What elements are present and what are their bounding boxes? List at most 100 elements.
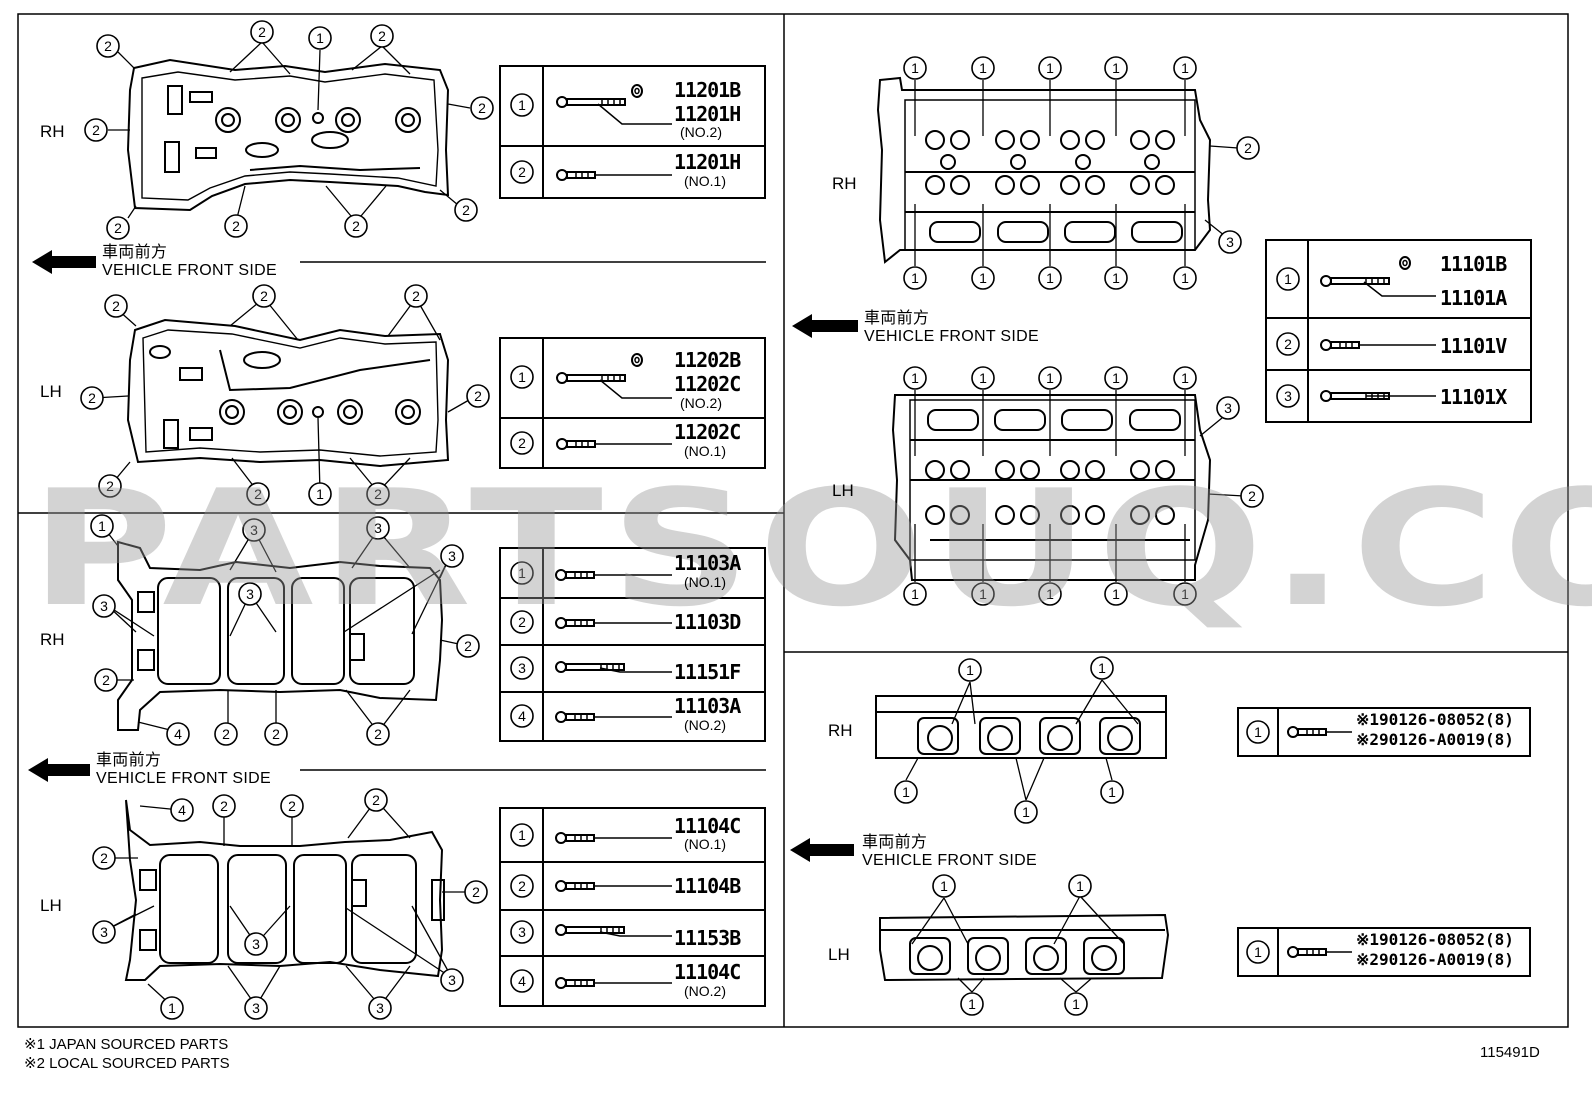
callout-circle[interactable] xyxy=(244,932,268,956)
callout-circle[interactable] xyxy=(1173,266,1197,290)
part-number[interactable]: 11153B xyxy=(674,926,741,950)
callout-circle[interactable] xyxy=(510,160,534,184)
callout-circle[interactable] xyxy=(1104,366,1128,390)
callout-circle[interactable] xyxy=(1038,366,1062,390)
part-number[interactable]: 11104C xyxy=(674,814,741,838)
part-number[interactable]: 11201H xyxy=(674,102,741,126)
callout-circle[interactable] xyxy=(510,431,534,455)
callout-circle[interactable] xyxy=(971,266,995,290)
callout-circle[interactable] xyxy=(510,874,534,898)
callout-circle[interactable] xyxy=(94,668,118,692)
callout-circle[interactable] xyxy=(1276,384,1300,408)
callout-circle[interactable] xyxy=(510,656,534,680)
callout-circle[interactable] xyxy=(1090,656,1114,680)
callout-circle[interactable] xyxy=(280,794,304,818)
callout-circle[interactable] xyxy=(1240,484,1264,508)
callout-circle[interactable] xyxy=(1038,266,1062,290)
callout-circle[interactable] xyxy=(1104,266,1128,290)
callout-circle[interactable] xyxy=(214,722,238,746)
callout-circle[interactable] xyxy=(1038,582,1062,606)
callout-circle[interactable] xyxy=(1014,800,1038,824)
part-number[interactable]: ※290126-A0019(8) xyxy=(1356,730,1514,749)
callout-circle[interactable] xyxy=(1068,874,1092,898)
callout-circle[interactable] xyxy=(440,968,464,992)
callout-circle[interactable] xyxy=(454,198,478,222)
callout-circle[interactable] xyxy=(510,610,534,634)
callout-circle[interactable] xyxy=(370,24,394,48)
callout-circle[interactable] xyxy=(98,474,122,498)
callout-circle[interactable] xyxy=(104,294,128,318)
callout-circle[interactable] xyxy=(166,722,190,746)
callout-circle[interactable] xyxy=(212,794,236,818)
callout-circle[interactable] xyxy=(510,365,534,389)
callout-circle[interactable] xyxy=(510,704,534,728)
callout-circle[interactable] xyxy=(242,518,266,542)
part-number[interactable]: ※190126-08052(8) xyxy=(1356,710,1514,729)
part-number[interactable]: 11201B xyxy=(674,78,741,102)
callout-circle[interactable] xyxy=(903,366,927,390)
callout-circle[interactable] xyxy=(971,366,995,390)
callout-circle[interactable] xyxy=(106,216,130,240)
part-number[interactable]: ※190126-08052(8) xyxy=(1356,930,1514,949)
callout-circle[interactable] xyxy=(1236,136,1260,160)
callout-circle[interactable] xyxy=(1246,720,1270,744)
callout-circle[interactable] xyxy=(1064,992,1088,1016)
callout-circle[interactable] xyxy=(344,214,368,238)
part-number[interactable]: 11202C xyxy=(674,420,741,444)
part-number[interactable]: 11103D xyxy=(674,610,741,634)
callout-circle[interactable] xyxy=(252,284,276,308)
part-number[interactable]: 11104B xyxy=(674,874,741,898)
callout-circle[interactable] xyxy=(440,544,464,568)
callout-circle[interactable] xyxy=(264,722,288,746)
callout-circle[interactable] xyxy=(464,880,488,904)
callout-circle[interactable] xyxy=(903,266,927,290)
callout-circle[interactable] xyxy=(160,996,184,1020)
part-number[interactable]: 11201H xyxy=(674,150,741,174)
callout-circle[interactable] xyxy=(932,874,956,898)
callout-circle[interactable] xyxy=(1276,332,1300,356)
callout-circle[interactable] xyxy=(368,996,392,1020)
callout-circle[interactable] xyxy=(224,214,248,238)
callout-circle[interactable] xyxy=(170,798,194,822)
callout-circle[interactable] xyxy=(250,20,274,44)
callout-circle[interactable] xyxy=(466,384,490,408)
callout-circle[interactable] xyxy=(1173,56,1197,80)
callout-circle[interactable] xyxy=(1216,396,1240,420)
callout-circle[interactable] xyxy=(92,920,116,944)
callout-circle[interactable] xyxy=(510,93,534,117)
part-number[interactable]: 11202C xyxy=(674,372,741,396)
callout-circle[interactable] xyxy=(366,516,390,540)
callout-circle[interactable] xyxy=(510,969,534,993)
callout-circle[interactable] xyxy=(404,284,428,308)
callout-circle[interactable] xyxy=(1276,267,1300,291)
callout-circle[interactable] xyxy=(1038,56,1062,80)
part-number[interactable]: 11103A xyxy=(674,694,741,718)
callout-circle[interactable] xyxy=(456,634,480,658)
callout-circle[interactable] xyxy=(960,992,984,1016)
callout-circle[interactable] xyxy=(1100,780,1124,804)
part-number[interactable]: 11104C xyxy=(674,960,741,984)
callout-circle[interactable] xyxy=(958,658,982,682)
callout-circle[interactable] xyxy=(364,788,388,812)
callout-circle[interactable] xyxy=(903,582,927,606)
callout-circle[interactable] xyxy=(1104,582,1128,606)
callout-circle[interactable] xyxy=(1173,366,1197,390)
callout-circle[interactable] xyxy=(92,594,116,618)
callout-circle[interactable] xyxy=(1104,56,1128,80)
part-number[interactable]: 11202B xyxy=(674,348,741,372)
callout-circle[interactable] xyxy=(470,96,494,120)
callout-circle[interactable] xyxy=(238,582,262,606)
callout-circle[interactable] xyxy=(92,846,116,870)
callout-circle[interactable] xyxy=(1218,230,1242,254)
callout-circle[interactable] xyxy=(510,920,534,944)
part-number[interactable]: 11101B xyxy=(1440,252,1507,276)
part-number[interactable]: 11151F xyxy=(674,660,741,684)
callout-circle[interactable] xyxy=(308,26,332,50)
part-number[interactable]: ※290126-A0019(8) xyxy=(1356,950,1514,969)
callout-circle[interactable] xyxy=(84,118,108,142)
callout-circle[interactable] xyxy=(1246,940,1270,964)
part-number[interactable]: 11101V xyxy=(1440,334,1507,358)
callout-circle[interactable] xyxy=(244,996,268,1020)
callout-circle[interactable] xyxy=(903,56,927,80)
callout-circle[interactable] xyxy=(308,482,332,506)
